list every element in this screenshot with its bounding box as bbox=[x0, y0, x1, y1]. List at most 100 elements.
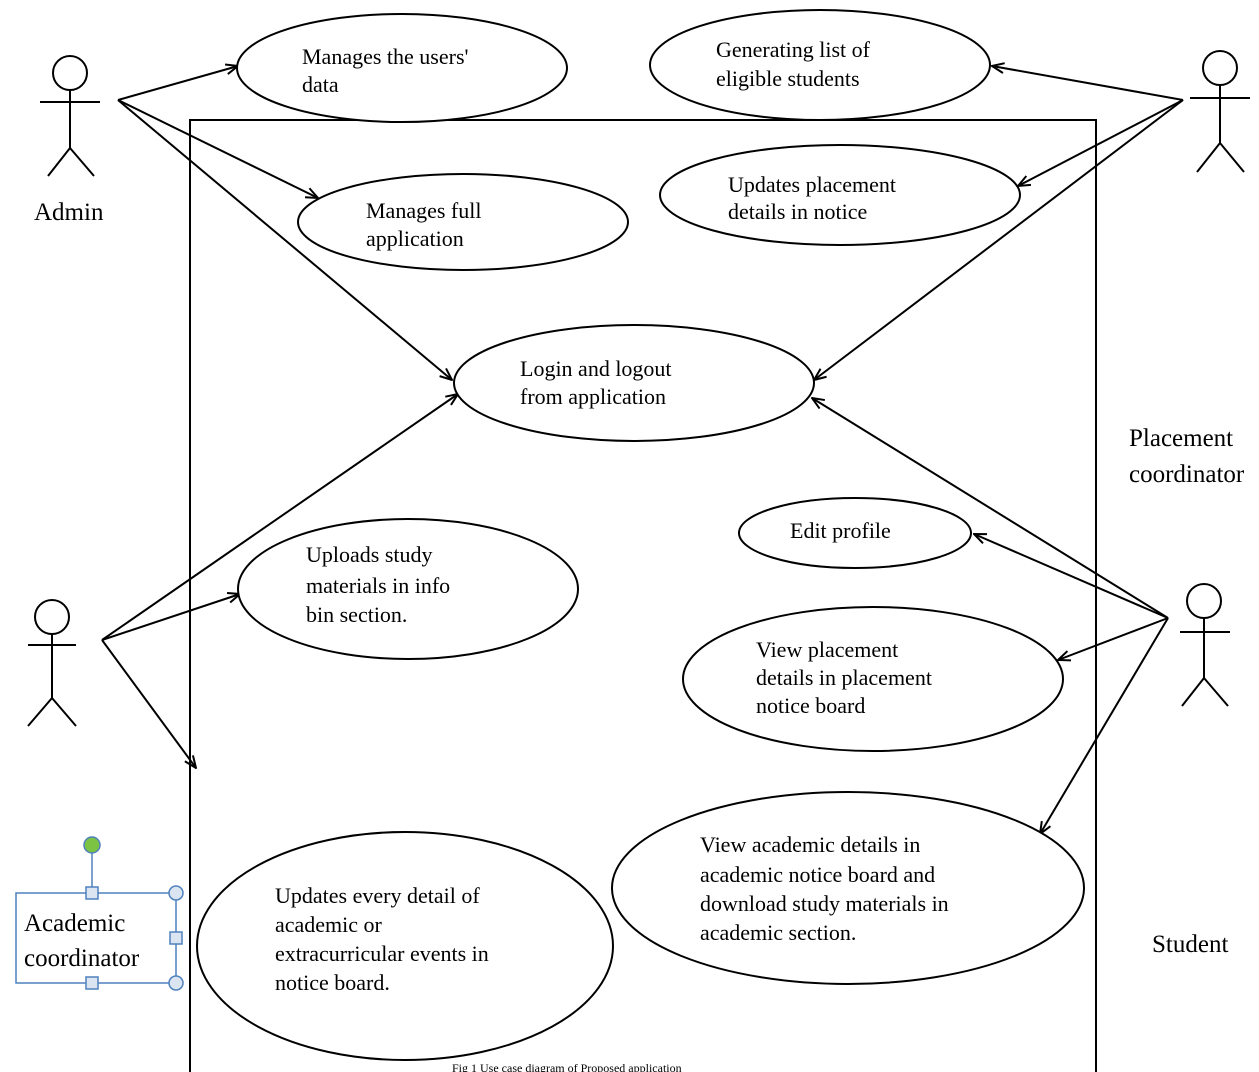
svg-text:Updates placement: Updates placement bbox=[728, 172, 896, 197]
svg-text:View placement: View placement bbox=[756, 637, 898, 662]
svg-text:Uploads study: Uploads study bbox=[306, 542, 433, 567]
assoc-admin-manage-users bbox=[117, 66, 238, 101]
uc-update-events-l1: Updates every detail of bbox=[275, 883, 480, 908]
assoc-student-edit-profile bbox=[974, 534, 1169, 619]
uc-view-academic-l4: academic section. bbox=[700, 920, 856, 945]
svg-text:Login and logout: Login and logout bbox=[520, 356, 672, 381]
use-case-generate-list: Generating list of eligible students bbox=[649, 9, 991, 121]
uc-login-l2: from application bbox=[520, 384, 666, 409]
svg-text:Fig 1 Use case diagram of Prop: Fig 1 Use case diagram of Proposed appli… bbox=[452, 1061, 682, 1072]
svg-text:academic notice board and: academic notice board and bbox=[700, 862, 935, 887]
assoc-academic-upload bbox=[101, 594, 240, 641]
svg-text:Manages full: Manages full bbox=[366, 198, 481, 223]
svg-text:notice board.: notice board. bbox=[275, 970, 390, 995]
uc-upload-l3: bin section. bbox=[306, 602, 407, 627]
svg-text:Placement: Placement bbox=[1129, 425, 1233, 452]
resize-handle-top-right[interactable] bbox=[168, 885, 184, 901]
system-boundary bbox=[189, 119, 1097, 1072]
actor-placement-label-l2: coordinator bbox=[1129, 461, 1245, 488]
uc-view-placement-l3: notice board bbox=[756, 693, 865, 718]
uc-manage-users-l2: data bbox=[302, 72, 339, 97]
resize-handle-bottom[interactable] bbox=[85, 976, 99, 990]
svg-text:details in notice: details in notice bbox=[728, 199, 867, 224]
svg-text:Academic: Academic bbox=[24, 910, 125, 937]
uc-generate-list-l1: Generating list of bbox=[716, 37, 871, 62]
svg-text:academic or: academic or bbox=[275, 912, 383, 937]
svg-text:application: application bbox=[366, 226, 464, 251]
svg-text:materials in info: materials in info bbox=[306, 573, 450, 598]
uc-update-placement-l1: Updates placement bbox=[728, 172, 896, 197]
figure-caption: Fig 1 Use case diagram of Proposed appli… bbox=[452, 1061, 682, 1072]
uc-view-placement-l2: details in placement bbox=[756, 665, 932, 690]
svg-text:Edit profile: Edit profile bbox=[790, 518, 891, 543]
svg-text:data: data bbox=[302, 72, 339, 97]
use-case-manage-users: Manages the users' data bbox=[236, 13, 568, 123]
svg-text:bin section.: bin section. bbox=[306, 602, 407, 627]
actor-academic-label-l2: coordinator bbox=[24, 945, 140, 972]
assoc-academic-boundary bbox=[101, 639, 196, 768]
use-case-view-placement: View placement details in placement noti… bbox=[682, 606, 1064, 752]
uc-update-events-l3: extracurricular events in bbox=[275, 941, 489, 966]
uc-view-placement-l1: View placement bbox=[756, 637, 898, 662]
actor-academic-label-l1: Academic bbox=[24, 910, 125, 937]
actor-admin-figure bbox=[40, 55, 100, 177]
actor-student-figure bbox=[1180, 583, 1230, 707]
actor-academic-figure bbox=[27, 599, 77, 727]
uc-view-academic-l3: download study materials in bbox=[700, 891, 949, 916]
uc-generate-list-l2: eligible students bbox=[716, 66, 860, 91]
assoc-student-login bbox=[812, 398, 1169, 619]
actor-student-label: Student bbox=[1152, 931, 1228, 958]
academic-selection-box[interactable]: Academic coordinator bbox=[15, 836, 184, 991]
svg-text:eligible students: eligible students bbox=[716, 66, 860, 91]
uc-edit-profile-l1: Edit profile bbox=[790, 518, 891, 543]
resize-handle-right[interactable] bbox=[169, 931, 183, 945]
use-case-view-academic: View academic details in academic notice… bbox=[611, 791, 1085, 985]
svg-text:notice board: notice board bbox=[756, 693, 865, 718]
resize-handle-bottom-right[interactable] bbox=[168, 975, 184, 991]
assoc-admin-login bbox=[117, 99, 452, 380]
uc-upload-l1: Uploads study bbox=[306, 542, 433, 567]
svg-text:Generating list of: Generating list of bbox=[716, 37, 871, 62]
svg-text:View academic details in: View academic details in bbox=[700, 832, 920, 857]
use-case-update-events: Updates every detail of academic or extr… bbox=[196, 831, 614, 1061]
svg-text:academic section.: academic section. bbox=[700, 920, 856, 945]
uc-update-events-l2: academic or bbox=[275, 912, 383, 937]
svg-text:Student: Student bbox=[1152, 931, 1228, 958]
uc-view-academic-l2: academic notice board and bbox=[700, 862, 935, 887]
svg-text:coordinator: coordinator bbox=[1129, 461, 1245, 488]
uc-login-l1: Login and logout bbox=[520, 356, 672, 381]
uc-manage-users-l1: Manages the users' bbox=[302, 44, 469, 69]
uc-manage-app-l2: application bbox=[366, 226, 464, 251]
rotate-handle[interactable] bbox=[83, 836, 101, 854]
assoc-student-view-placement bbox=[1058, 617, 1169, 660]
svg-text:Updates every detail of: Updates every detail of bbox=[275, 883, 480, 908]
assoc-admin-manage-app bbox=[117, 99, 318, 198]
actor-placement-label-l1: Placement bbox=[1129, 425, 1233, 452]
svg-text:coordinator: coordinator bbox=[24, 945, 140, 972]
uc-upload-l2: materials in info bbox=[306, 573, 450, 598]
assoc-student-view-academic bbox=[1040, 617, 1169, 834]
svg-text:Manages the users': Manages the users' bbox=[302, 44, 469, 69]
use-case-upload-materials: Uploads study materials in info bin sect… bbox=[237, 518, 579, 660]
use-case-update-placement: Updates placement details in notice bbox=[659, 144, 1021, 246]
assoc-placement-generate bbox=[992, 66, 1184, 101]
svg-text:extracurricular events in: extracurricular events in bbox=[275, 941, 489, 966]
actor-admin-label: Admin bbox=[34, 199, 104, 226]
assoc-placement-login bbox=[814, 99, 1184, 380]
svg-text:from application: from application bbox=[520, 384, 666, 409]
uc-update-events-l4: notice board. bbox=[275, 970, 390, 995]
actor-placement-figure bbox=[1190, 50, 1250, 173]
assoc-placement-update bbox=[1018, 99, 1184, 186]
assoc-academic-login bbox=[101, 394, 458, 641]
uc-manage-app-l1: Manages full bbox=[366, 198, 481, 223]
uc-update-placement-l2: details in notice bbox=[728, 199, 867, 224]
uc-view-academic-l1: View academic details in bbox=[700, 832, 920, 857]
associations bbox=[101, 66, 1184, 834]
use-case-login: Login and logout from application bbox=[453, 324, 815, 442]
svg-text:Admin: Admin bbox=[34, 199, 104, 226]
use-case-edit-profile: Edit profile bbox=[738, 497, 972, 569]
use-case-manage-app: Manages full application bbox=[297, 173, 629, 271]
resize-handle-top[interactable] bbox=[85, 886, 99, 900]
svg-text:download study materials in: download study materials in bbox=[700, 891, 949, 916]
